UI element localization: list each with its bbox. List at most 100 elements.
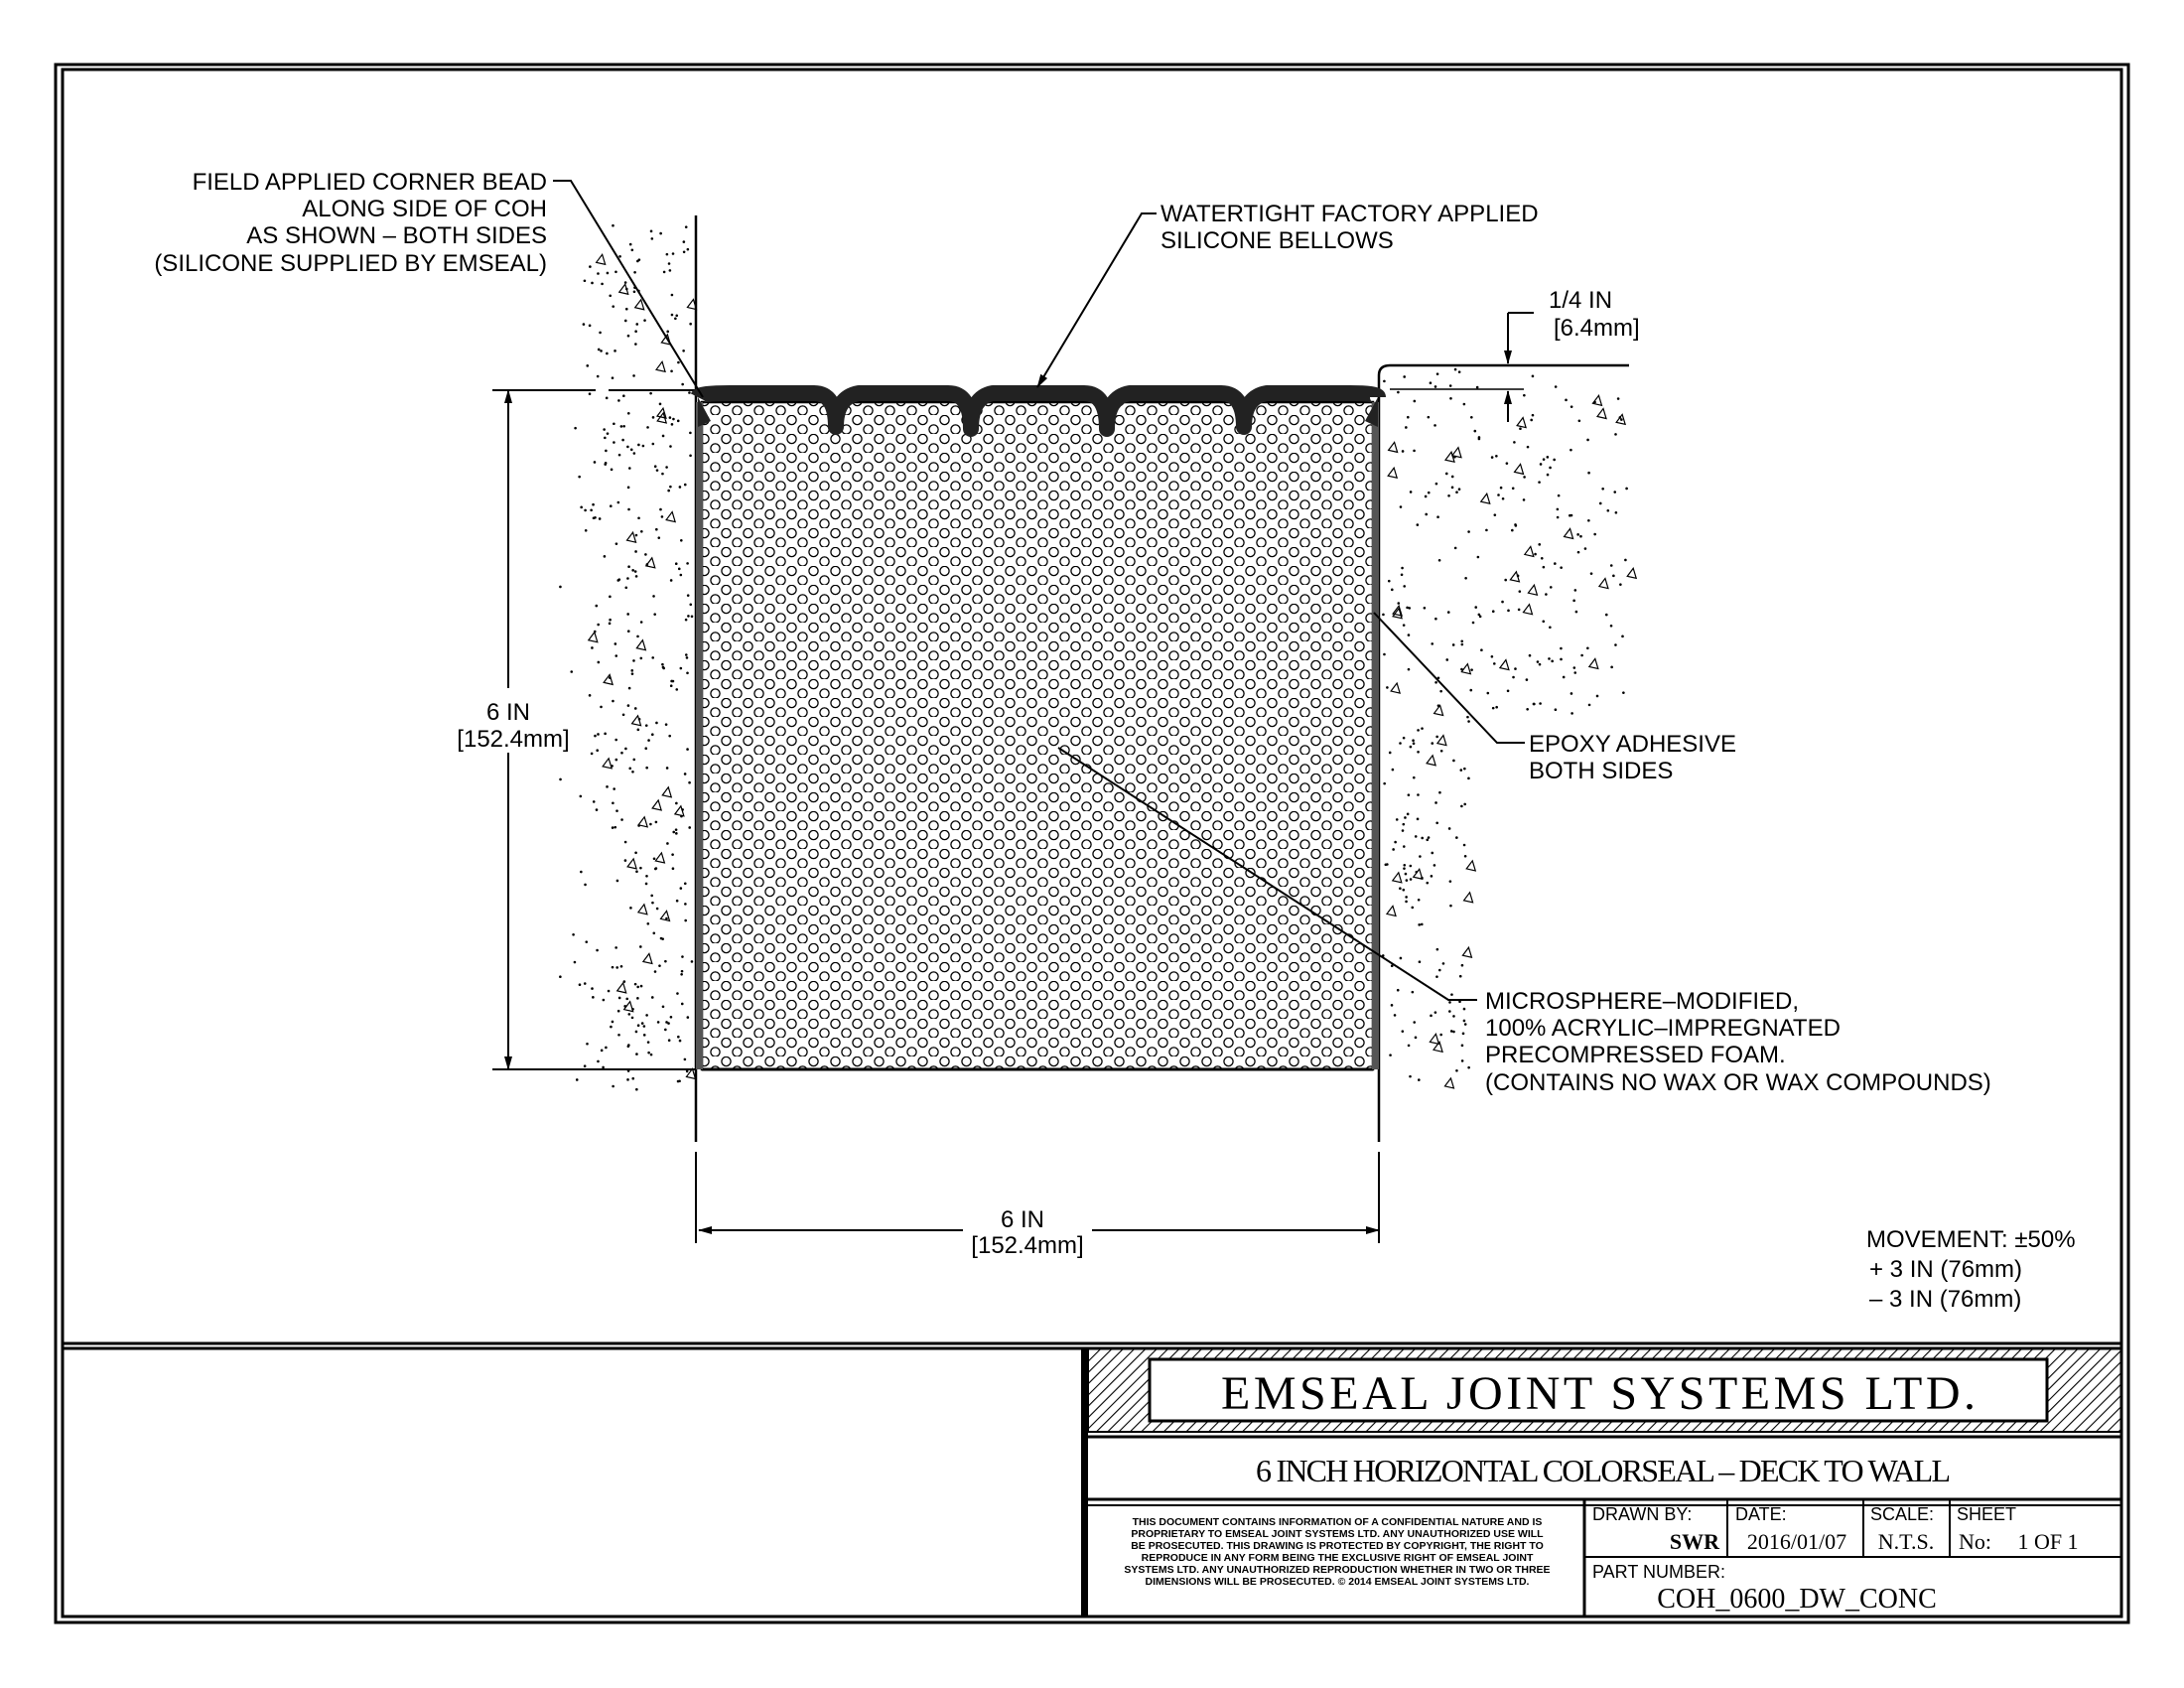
aggregate-mark [1528, 653, 1532, 657]
aggregate-mark [1579, 534, 1582, 538]
aggregate-mark [1397, 390, 1400, 394]
aggregate-mark [681, 382, 684, 386]
aggregate-mark [1601, 487, 1604, 491]
svg-text:+ 3 IN (76mm): + 3 IN (76mm) [1869, 1256, 2022, 1283]
aggregate-mark [604, 732, 607, 736]
aggregate-mark [644, 556, 656, 569]
aggregate-mark [618, 254, 621, 258]
aggregate-mark [1538, 543, 1542, 546]
aggregate-mark [617, 1033, 620, 1037]
aggregate-mark [1405, 896, 1408, 899]
aggregate-mark [1560, 657, 1563, 661]
aggregate-mark [666, 330, 670, 334]
aggregate-mark [1569, 513, 1571, 517]
aggregate-mark [1414, 1036, 1418, 1040]
aggregate-mark [611, 965, 614, 969]
svg-text:100% ACRYLIC–IMPREGNATED: 100% ACRYLIC–IMPREGNATED [1485, 1015, 1841, 1042]
svg-text:MICROSPHERE–MODIFIED,: MICROSPHERE–MODIFIED, [1485, 988, 1799, 1015]
aggregate-mark [1438, 790, 1441, 794]
aggregate-mark [626, 1045, 630, 1049]
aggregate-mark [617, 453, 621, 457]
aggregate-mark [578, 475, 581, 479]
aggregate-mark [1443, 450, 1455, 464]
aggregate-mark [1387, 579, 1391, 583]
aggregate-mark [1625, 487, 1628, 491]
aggregate-mark [1573, 671, 1577, 674]
aggregate-mark [627, 686, 631, 690]
aggregate-mark [685, 1069, 689, 1073]
aggregate-mark [1546, 473, 1550, 477]
aggregate-mark [597, 660, 601, 664]
aggregate-mark [679, 573, 683, 577]
aggregate-mark [627, 467, 631, 470]
aggregate-mark [686, 562, 689, 565]
aggregate-mark [599, 331, 602, 335]
aggregate-mark [1532, 702, 1536, 706]
recess-dimension: 1/4 IN [1549, 287, 1612, 314]
aggregate-mark [1416, 817, 1420, 821]
svg-text:AS SHOWN – BOTH SIDES: AS SHOWN – BOTH SIDES [246, 222, 547, 249]
aggregate-mark [664, 723, 668, 726]
aggregate-mark [1403, 867, 1406, 870]
aggregate-mark [1386, 686, 1389, 689]
aggregate-mark [598, 517, 602, 520]
aggregate-mark [1538, 662, 1542, 666]
aggregate-mark [1523, 476, 1526, 479]
aggregate-mark [1491, 706, 1495, 710]
aggregate-mark [631, 770, 634, 774]
aggregate-mark [1412, 867, 1424, 881]
aggregate-mark [636, 634, 639, 638]
aggregate-mark [1425, 512, 1429, 516]
aggregate-mark [639, 866, 642, 870]
aggregate-mark [597, 733, 600, 736]
part-number: COH_0600_DW_CONC [1657, 1584, 1937, 1615]
aggregate-mark [1392, 604, 1403, 617]
aggregate-mark [635, 870, 638, 873]
aggregate-mark [632, 758, 636, 762]
aggregate-mark [595, 604, 599, 608]
aggregate-mark [631, 1076, 635, 1080]
svg-text:REPRODUCE IN ANY FORM BEING TH: REPRODUCE IN ANY FORM BEING THE EXCLUSIV… [1142, 1552, 1534, 1564]
aggregate-mark [614, 642, 617, 645]
aggregate-mark [1526, 445, 1530, 449]
aggregate-mark [688, 780, 691, 784]
aggregate-mark [1614, 643, 1617, 646]
aggregate-mark [1445, 658, 1449, 661]
aggregate-mark [1523, 545, 1535, 558]
aggregate-mark [1421, 727, 1424, 730]
aggregate-mark [624, 747, 627, 751]
aggregate-mark [1542, 565, 1546, 569]
aggregate-mark [616, 579, 620, 582]
svg-text:BOTH SIDES: BOTH SIDES [1529, 758, 1673, 784]
aggregate-mark [630, 669, 634, 672]
aggregate-mark [1534, 552, 1537, 556]
aggregate-mark [1542, 620, 1546, 624]
aggregate-mark [688, 391, 691, 394]
svg-text:FIELD APPLIED CORNER BEAD: FIELD APPLIED CORNER BEAD [193, 169, 547, 196]
aggregate-mark [615, 966, 619, 969]
aggregate-mark [1586, 438, 1589, 442]
aggregate-mark [659, 231, 662, 235]
aggregate-mark [1501, 496, 1505, 500]
aggregate-mark [1434, 680, 1437, 684]
aggregate-mark [1397, 602, 1401, 605]
aggregate-mark [590, 508, 593, 512]
aggregate-mark [584, 883, 587, 887]
aggregate-mark [686, 748, 689, 751]
aggregate-mark [683, 1057, 687, 1061]
aggregate-mark [602, 1065, 605, 1069]
aggregate-mark [597, 1059, 600, 1063]
aggregate-mark [583, 1064, 587, 1068]
aggregate-mark [646, 1041, 650, 1044]
aggregate-mark [667, 1022, 670, 1025]
part-number-label: PART NUMBER: [1592, 1562, 1725, 1582]
aggregate-mark [1525, 678, 1529, 681]
aggregate-mark [670, 423, 674, 426]
aggregate-mark [1570, 405, 1573, 408]
aggregate-mark [1409, 878, 1413, 881]
aggregate-mark [680, 814, 683, 818]
aggregate-mark [1495, 705, 1498, 709]
aggregate-mark [652, 857, 656, 861]
aggregate-mark [644, 724, 648, 727]
